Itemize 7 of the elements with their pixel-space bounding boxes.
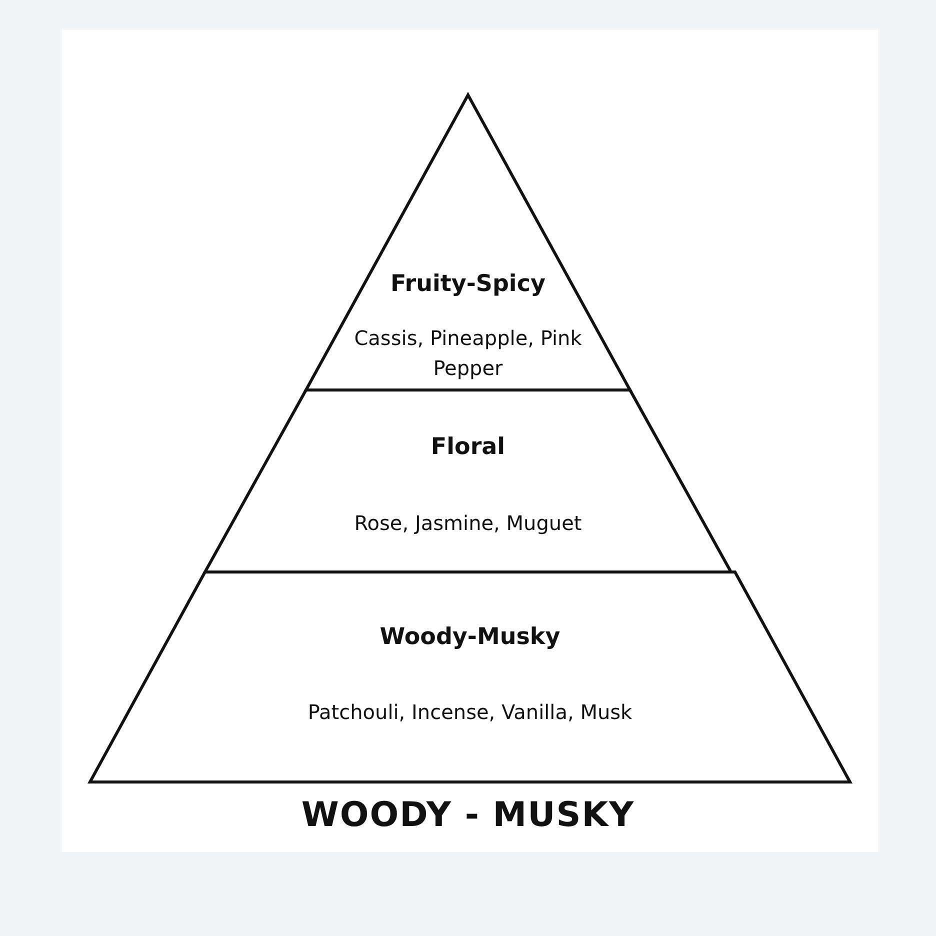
- tier-heading: Floral: [430, 434, 506, 460]
- caption: WOODY - MUSKY: [300, 795, 636, 835]
- tier-heading: Woody-Musky: [378, 624, 562, 650]
- tier-notes: Patchouli, Incense, Vanilla, Musk: [306, 699, 634, 726]
- tier-notes: Rose, Jasmine, Muguet: [353, 510, 583, 537]
- tier-notes: Cassis, Pineapple, Pink Pepper: [353, 325, 583, 382]
- tier-heading: Fruity-Spicy: [390, 271, 546, 297]
